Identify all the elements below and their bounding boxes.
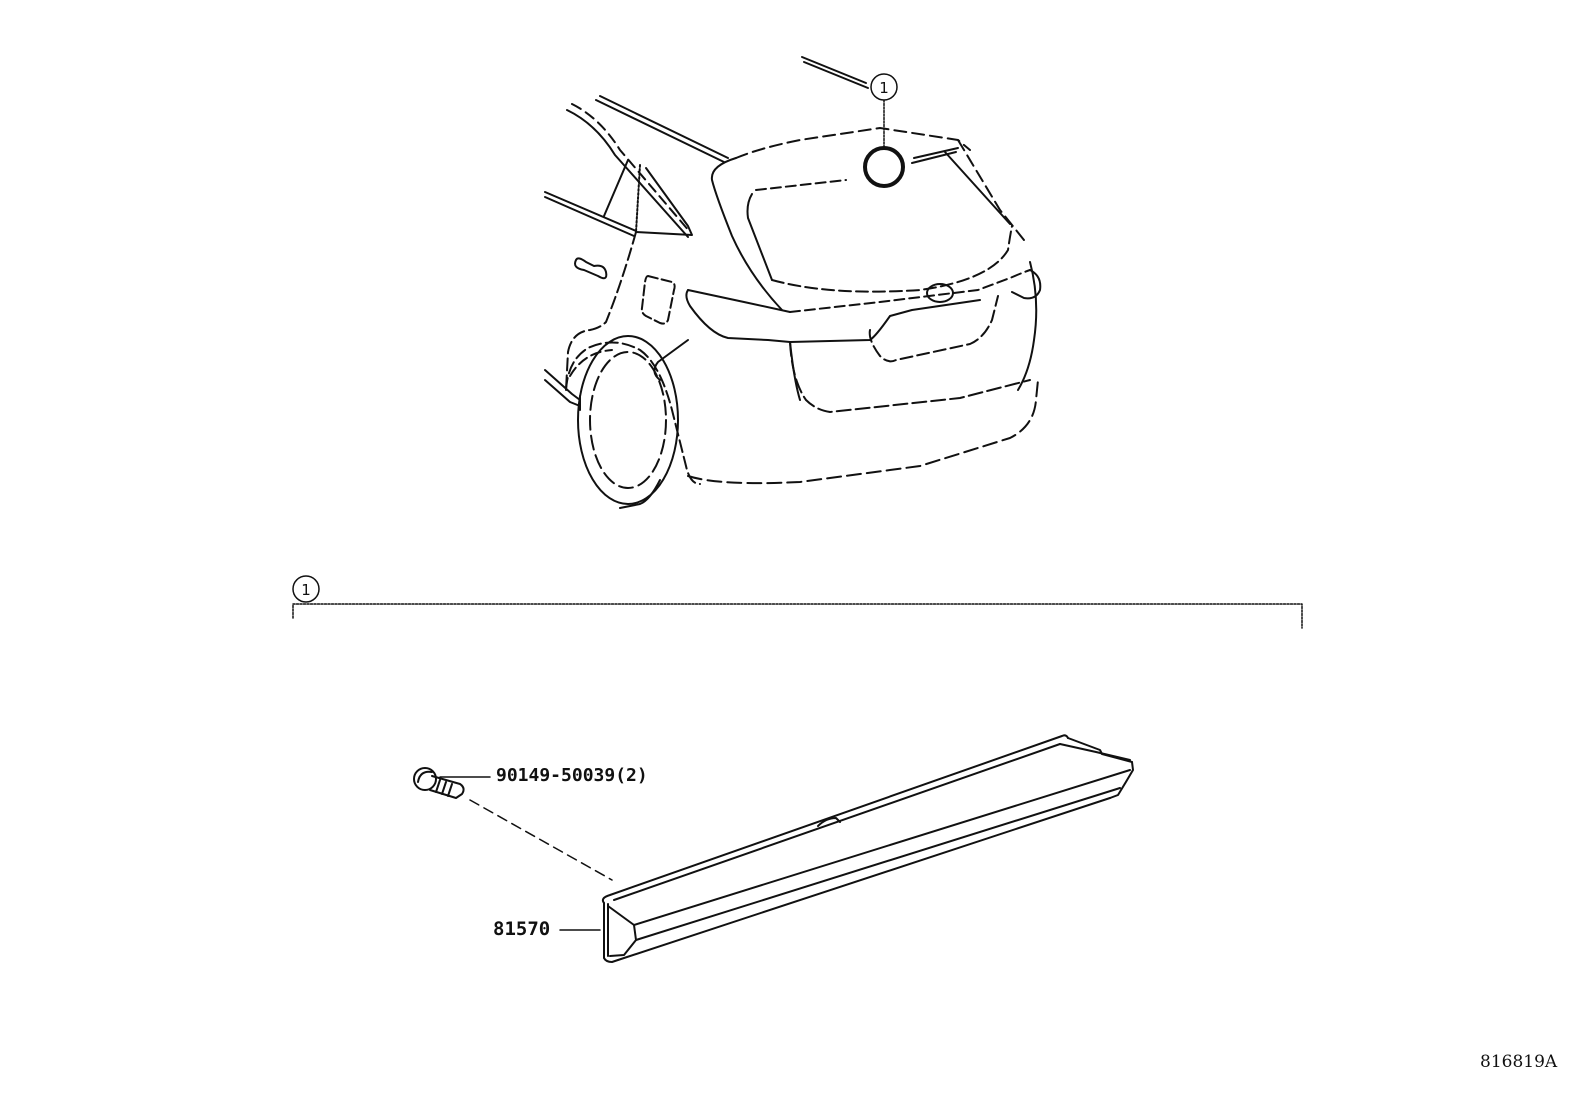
screw-illustration	[413, 767, 613, 881]
callout-1-vehicle[interactable]: 1	[870, 73, 898, 101]
part-number-stop-lamp[interactable]: 81570	[493, 918, 551, 940]
svg-text:1: 1	[301, 581, 311, 599]
stop-lamp-location-marker	[863, 146, 905, 188]
screw-assembly-line	[469, 799, 613, 881]
callout-1-group[interactable]: 1	[292, 575, 320, 603]
vehicle-rear-illustration	[544, 56, 1042, 509]
part-number-screw[interactable]: 90149-50039(2)	[496, 765, 648, 786]
group-bracket	[292, 603, 1303, 629]
high-mount-stop-lamp-illustration	[559, 734, 1134, 963]
svg-text:1: 1	[879, 79, 889, 97]
figure-id: 816819A	[1480, 1052, 1558, 1072]
